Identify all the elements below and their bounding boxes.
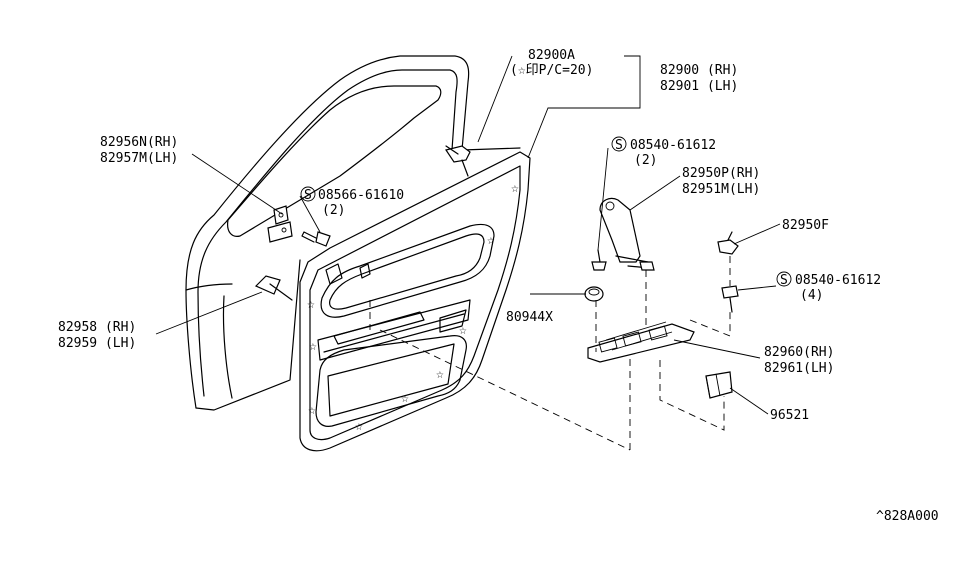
label-82950p-rh: 82950P(RH) <box>682 166 760 181</box>
door-frame <box>185 55 521 411</box>
leader-lines <box>155 55 781 415</box>
svg-text:☆: ☆ <box>309 339 317 354</box>
label-80944x: 80944X <box>506 310 553 325</box>
dashed-guides <box>369 256 731 451</box>
screw-08540-a <box>591 249 607 271</box>
label-96521: 96521 <box>770 408 809 423</box>
plug-80944x <box>584 286 604 302</box>
trim-clip-82900a <box>445 145 471 177</box>
switch-96521 <box>705 371 733 399</box>
pull-handle-82950p <box>599 197 655 271</box>
svg-text:☆: ☆ <box>307 297 315 312</box>
label-82951m-lh: 82951M(LH) <box>682 182 760 197</box>
bolt-symbol-icon: S <box>776 271 792 288</box>
svg-text:S: S <box>615 138 623 153</box>
pocket-82958 <box>254 275 293 301</box>
svg-text:☆: ☆ <box>511 181 519 196</box>
label-82956n-rh: 82956N(RH) <box>100 135 178 150</box>
label-82950f: 82950F <box>782 218 829 233</box>
part-labels: 82900A (☆印P/C=20) 82900 (RH) 82901 (LH) … <box>58 48 939 524</box>
label-08540-61612-a: 08540-61612 <box>630 138 716 153</box>
bracket-82956n <box>267 205 293 243</box>
label-08540-qty-b: (4) <box>800 288 823 303</box>
label-08566-qty: (2) <box>322 203 345 218</box>
screw-08540-b <box>721 285 739 313</box>
svg-text:☆: ☆ <box>487 233 495 248</box>
bolt-symbol-icon: S <box>300 186 316 203</box>
svg-text:☆: ☆ <box>401 391 409 406</box>
bolt-symbol-icon: S <box>611 136 627 153</box>
svg-text:S: S <box>780 273 788 288</box>
label-82961-lh: 82961(LH) <box>764 361 834 376</box>
clip-star-markers: ☆ ☆ ☆ ☆ ☆ ☆ ☆ ☆ ☆ <box>307 181 519 434</box>
label-82900a-note: (☆印P/C=20) <box>510 63 593 78</box>
label-82957m-lh: 82957M(LH) <box>100 151 178 166</box>
clip-82950f <box>717 231 739 255</box>
screw-08566 <box>301 231 331 247</box>
label-82958-rh: 82958 (RH) <box>58 320 136 335</box>
diagram-id: ^828A000 <box>876 509 939 524</box>
label-82959-lh: 82959 (LH) <box>58 336 136 351</box>
svg-text:☆: ☆ <box>355 419 363 434</box>
door-trim-panel: ☆ ☆ ☆ ☆ ☆ ☆ ☆ ☆ ☆ <box>299 151 531 452</box>
svg-text:☆: ☆ <box>459 323 467 338</box>
svg-text:☆: ☆ <box>436 367 444 382</box>
label-08540-qty-a: (2) <box>634 153 657 168</box>
svg-text:☆: ☆ <box>308 403 316 418</box>
label-08566-61610: 08566-61610 <box>318 188 404 203</box>
armrest-finisher-82960 <box>587 321 695 363</box>
label-82901-lh: 82901 (LH) <box>660 79 738 94</box>
label-82900a: 82900A <box>528 48 575 63</box>
svg-text:S: S <box>304 188 312 203</box>
label-82960-rh: 82960(RH) <box>764 345 834 360</box>
label-82900-rh: 82900 (RH) <box>660 63 738 78</box>
label-08540-61612-b: 08540-61612 <box>795 273 881 288</box>
